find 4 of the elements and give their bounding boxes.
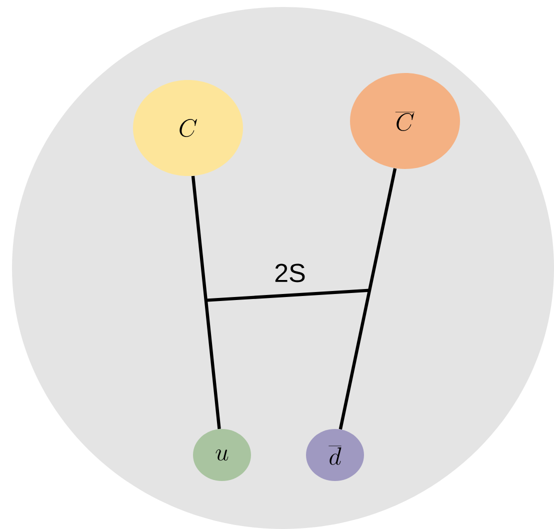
line <box>338 168 397 430</box>
bond-label: 2S <box>275 264 305 282</box>
background-circle <box>12 7 554 529</box>
line <box>191 176 221 430</box>
